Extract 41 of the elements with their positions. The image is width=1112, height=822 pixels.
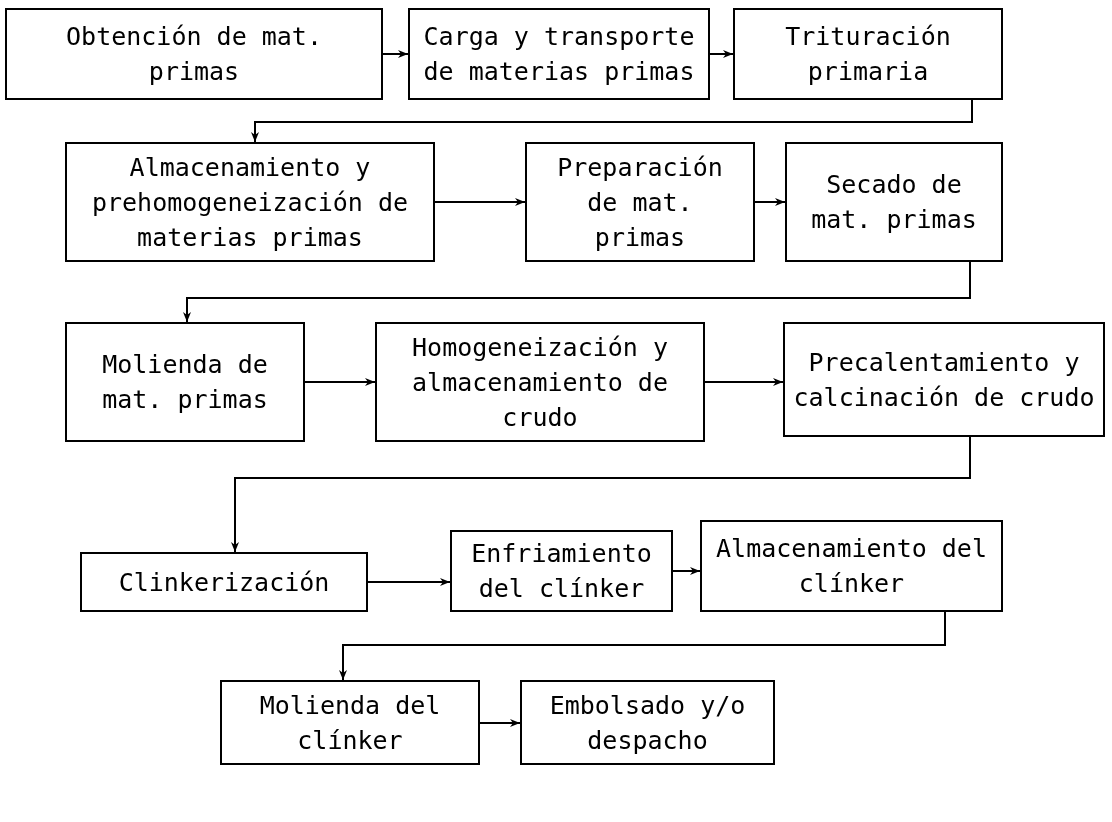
step-label: Molienda de mat. primas bbox=[101, 349, 269, 416]
step-label: Embolsado y/o despacho bbox=[548, 689, 747, 757]
step-label: Almacenamiento del clínker bbox=[715, 533, 988, 600]
step-label: Clinkerización bbox=[118, 566, 330, 599]
process-box bbox=[65, 142, 435, 262]
process-box bbox=[733, 8, 1003, 100]
process-box bbox=[375, 322, 705, 442]
step-label: Trituración primaria bbox=[784, 21, 952, 88]
process-box bbox=[785, 142, 1003, 262]
arrow bbox=[231, 436, 971, 553]
process-box bbox=[700, 520, 1003, 612]
step-label: Secado de mat. primas bbox=[810, 169, 978, 236]
arrow bbox=[367, 578, 451, 586]
arrow bbox=[434, 198, 526, 206]
step-label: Homogeneización y almacenamiento de crudo bbox=[411, 331, 669, 434]
arrow bbox=[709, 50, 734, 58]
arrow bbox=[183, 261, 971, 323]
step-label: Molienda del clínker bbox=[258, 689, 442, 757]
process-box bbox=[408, 8, 710, 100]
process-box bbox=[220, 680, 480, 765]
arrow bbox=[251, 99, 973, 143]
arrow bbox=[339, 611, 946, 681]
process-box bbox=[783, 322, 1105, 437]
step-label: Almacenamiento y prehomogeneización de materias primas bbox=[90, 151, 410, 254]
step-label: Preparación de mat. primas bbox=[556, 151, 724, 254]
process-box bbox=[65, 322, 305, 442]
step-label: Carga y transporte de materias primas bbox=[422, 21, 696, 88]
process-box bbox=[5, 8, 383, 100]
process-box bbox=[80, 552, 368, 612]
process-box bbox=[450, 530, 673, 612]
step-label: Enfriamiento del clínker bbox=[470, 538, 653, 605]
process-box bbox=[520, 680, 775, 765]
arrow bbox=[382, 50, 409, 58]
arrow bbox=[754, 198, 786, 206]
arrow bbox=[479, 719, 521, 727]
arrow bbox=[304, 378, 376, 386]
arrow bbox=[672, 567, 701, 575]
process-box bbox=[525, 142, 755, 262]
step-label: Obtención de mat. primas bbox=[65, 21, 323, 88]
arrow bbox=[704, 378, 784, 386]
step-label: Precalentamiento y calcinación de crudo bbox=[793, 346, 1095, 414]
